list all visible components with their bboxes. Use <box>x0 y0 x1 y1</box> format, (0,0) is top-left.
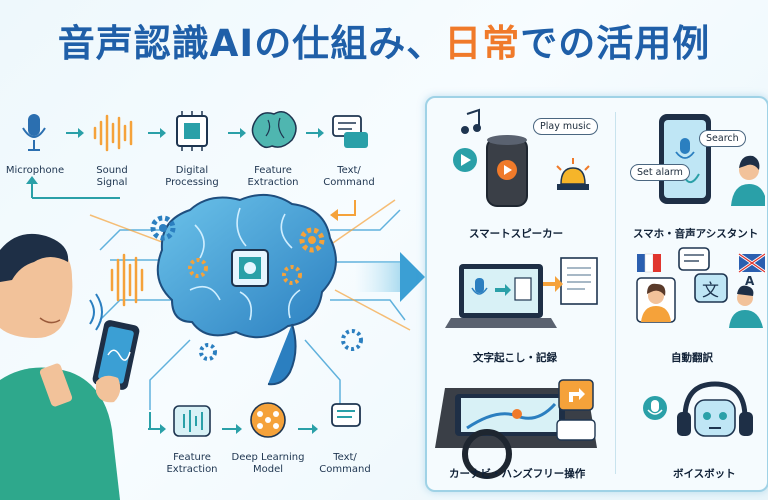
set-alarm-bubble: Set alarm <box>630 164 690 181</box>
step-label-microphone: Microphone <box>5 165 65 176</box>
use-case-label-voicebot: ボイスボット <box>673 468 736 480</box>
person-with-phone-illustration <box>0 233 140 500</box>
chat-bubble-icon <box>332 115 368 148</box>
flag-icon <box>637 252 765 274</box>
chat-bubble-icon <box>331 403 361 427</box>
play-icon <box>453 148 477 172</box>
navigation-sign-icon <box>556 379 596 441</box>
use-case-label-translation: 自動翻訳 <box>671 352 713 364</box>
translation-glyph: 文 <box>702 281 719 301</box>
chip-icon <box>176 111 208 151</box>
chat-bubble-icon <box>678 247 728 303</box>
robot-headset-icon <box>677 381 753 437</box>
use-case-illustrations <box>435 108 765 479</box>
step-label-text-command: Text/ Command <box>323 165 375 188</box>
ai-brain-illustration <box>156 193 337 386</box>
deep-learning-icon <box>250 402 286 438</box>
play-music-bubble: Play music <box>533 118 598 135</box>
use-case-panel: Play music Search Set alarm 文 A スマートスピーカ… <box>425 96 768 492</box>
gear-icon <box>150 215 363 361</box>
step-label-feature-extraction-bottom: Feature Extraction <box>166 452 218 475</box>
step-label-feature-extraction: Feature Extraction <box>247 165 299 188</box>
use-case-label-transcription: 文字起こし・記録 <box>473 352 557 364</box>
title-part-2: 日常 <box>444 22 521 65</box>
alarm-light-icon <box>556 158 590 190</box>
person-illustration <box>636 277 763 328</box>
use-case-label-smart-speaker: スマートスピーカー <box>469 228 564 240</box>
title-part-1: 音声認識AIの仕組み、 <box>57 22 445 65</box>
brain-icon <box>251 111 297 149</box>
microphone-icon <box>643 396 667 420</box>
pipeline-diagram <box>0 111 425 500</box>
feature-extraction-icon <box>173 405 211 437</box>
user-avatar <box>731 155 765 206</box>
microphone-icon <box>22 114 46 151</box>
laptop-icon <box>445 264 557 328</box>
arrow-icon <box>66 128 324 138</box>
panel-divider <box>615 112 616 474</box>
sound-wave-icon <box>110 253 144 307</box>
music-note-icon <box>461 108 481 134</box>
arrow-icon <box>400 252 425 302</box>
step-label-text-command-bottom: Text/ Command <box>319 452 371 475</box>
smart-speaker-icon <box>486 135 528 207</box>
document-icon <box>543 257 598 305</box>
sound-wave-icon <box>93 114 133 152</box>
step-label-sound-signal: Sound Signal <box>96 165 128 188</box>
use-case-label-phone-assistant: スマホ・音声アシスタント <box>633 228 759 240</box>
page-title: 音声認識AIの仕組み、日常での活用例 <box>0 20 768 68</box>
use-case-label-car-navigation: カーナビ・ハンズフリー操作 <box>449 468 586 480</box>
step-label-deep-learning-model: Deep Learning Model <box>231 452 305 475</box>
search-bubble: Search <box>699 130 746 147</box>
title-part-3: での活用例 <box>520 22 711 65</box>
smartphone-icon <box>659 114 711 204</box>
step-label-digital-processing: Digital Processing <box>165 165 219 188</box>
translation-glyph-latin: A <box>745 274 755 288</box>
